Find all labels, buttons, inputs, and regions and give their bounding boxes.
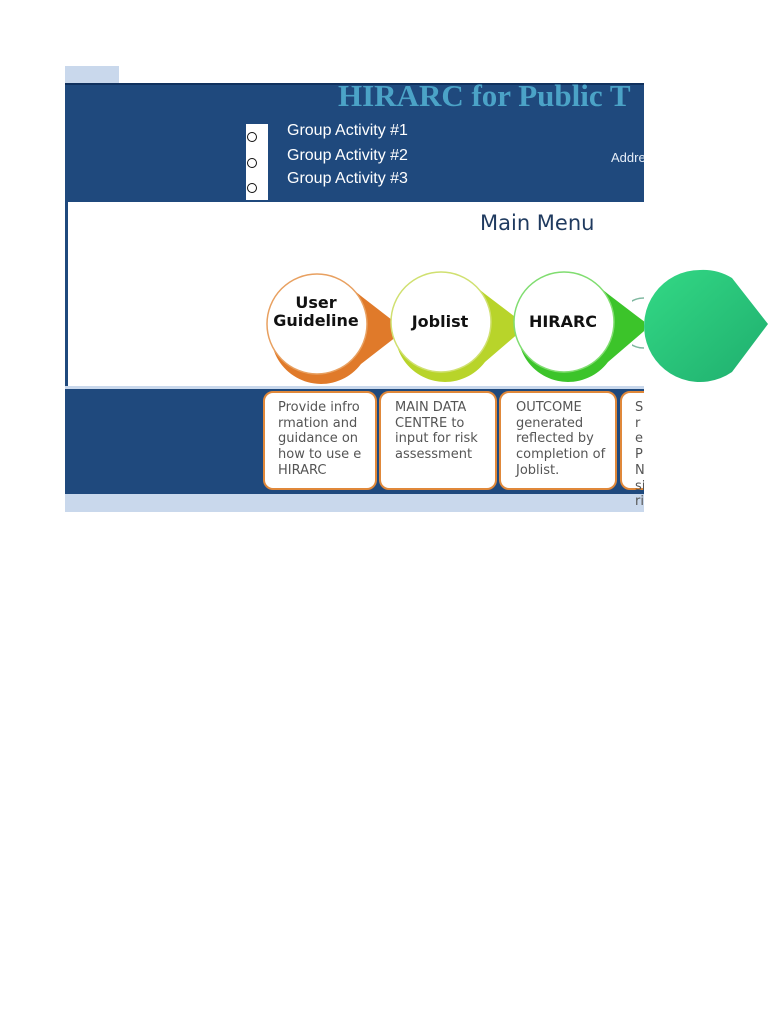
- group-activity-1[interactable]: Group Activity #1: [287, 122, 408, 139]
- desc-text: OUTCOME generated reflected by completio…: [516, 400, 606, 478]
- desc-text: S re P N si ri: [635, 400, 644, 510]
- radio-group-activity-3[interactable]: [247, 183, 257, 193]
- footer-band: [65, 494, 644, 512]
- main-menu-heading: Main Menu: [480, 211, 595, 235]
- address-label: Addre: [611, 150, 644, 165]
- radio-group-activity-1[interactable]: [247, 132, 257, 142]
- desc-step-4: S re P N si ri: [620, 391, 644, 509]
- step-hirarc[interactable]: HIRARC: [510, 268, 644, 384]
- green-circle-arrow-icon: [513, 271, 644, 382]
- desc-text: MAIN DATA CENTRE to input for risk asses…: [395, 400, 478, 463]
- orange-circle-arrow-icon: [266, 273, 405, 384]
- desc-text: Provide infrormation and guidance on how…: [278, 400, 362, 478]
- left-border: [65, 200, 68, 512]
- step-joblist[interactable]: Joblist: [387, 268, 527, 384]
- step-user-guideline[interactable]: User Guideline: [263, 268, 405, 384]
- header-banner: [65, 83, 644, 202]
- step-label: User Guideline: [273, 293, 359, 330]
- radio-strip: [246, 124, 268, 200]
- sheet-tab: [65, 66, 119, 83]
- desc-hirarc: OUTCOME generated reflected by completio…: [499, 391, 617, 490]
- radio-group-activity-2[interactable]: [247, 158, 257, 168]
- group-activity-2[interactable]: Group Activity #2: [287, 147, 408, 164]
- desc-user-guideline: Provide infrormation and guidance on how…: [263, 391, 377, 490]
- yellowgreen-circle-arrow-icon: [390, 271, 527, 382]
- step-label: HIRARC: [528, 312, 598, 331]
- desc-joblist: MAIN DATA CENTRE to input for risk asses…: [379, 391, 497, 490]
- teal-leaf-step-icon[interactable]: [632, 268, 768, 384]
- page-title: HIRARC for Public T: [338, 78, 631, 113]
- group-activity-3[interactable]: Group Activity #3: [287, 170, 408, 187]
- step-label: Joblist: [411, 312, 469, 331]
